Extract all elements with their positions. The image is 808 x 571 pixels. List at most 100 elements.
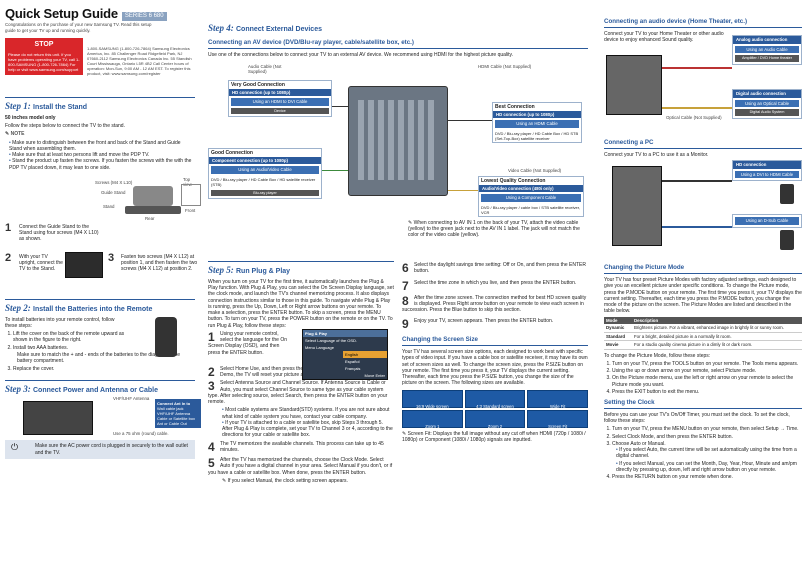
list-item: Press the RETURN button on your remote w…: [612, 474, 802, 480]
dsub-panel: Using an D-Sub Cable: [732, 214, 802, 228]
note-icon: ✎: [222, 477, 228, 484]
digital-panel: Digital audio connection Using an Optica…: [732, 89, 802, 119]
stand-figure: Screws (M4 X L10) Guide Stand Stand Top …: [5, 174, 201, 292]
intro-text: Congratulations on the purchase of your …: [5, 22, 152, 33]
step2-note: Make sure to match the + and - ends of t…: [17, 351, 181, 364]
fig-label-stand: Stand: [103, 203, 115, 209]
pp-note3: ✎ If you select Manual, the clock settin…: [222, 477, 348, 484]
good-panel: Good Connection Component connection (up…: [208, 147, 322, 200]
column-middle: Step 4: Connect External Devices Connect…: [202, 0, 594, 571]
picture-mode-intro: Your TV has four preset Picture Modes wi…: [604, 277, 802, 315]
hdmi-cable: [448, 119, 492, 122]
fig-label-guide: Guide Stand: [101, 189, 126, 195]
tv-back-figure: [23, 401, 93, 436]
guide-stand-shape: [133, 185, 173, 206]
list-item: If your TV is attached to a cable or sat…: [222, 420, 394, 439]
step4-heading: Step 4: Connect External Devices: [208, 23, 322, 33]
picture-mode-header: Changing the Picture Mode: [604, 264, 802, 274]
fig-label-front: Front: [185, 207, 196, 213]
note-icon: ✎: [402, 430, 408, 437]
clock-header: Setting the Clock: [604, 399, 802, 409]
power-note: ⏻ Make sure the AC power cord is plugged…: [5, 440, 195, 459]
screen-size-grid: 16:9 Wide screen 4:3 Standard screen Wid…: [402, 389, 588, 429]
pc-header: Connecting a PC: [604, 139, 802, 149]
video-cable-label: Video Cable (Not Supplied): [508, 167, 562, 173]
lowest-panel: Lowest Quality Connection Audio/Video co…: [478, 175, 584, 217]
pp-intro: When you turn on your TV for the first t…: [208, 278, 394, 329]
hdmi-cable-label: HDMI Cable (Not Supplied): [478, 63, 532, 69]
screen-option: 16:9 Wide screen: [402, 389, 463, 409]
screen-fit-note: ✎ Screen Fit: Displays the full image wi…: [402, 430, 586, 443]
fig-label-topview: Top view: [183, 176, 192, 188]
plug-and-play-menu: Plug & Play Select Language of the OSD. …: [302, 328, 388, 380]
list-item: Replace the cover.: [13, 366, 195, 372]
step1-follow: Follow the steps below to connect the TV…: [5, 123, 125, 129]
analog-panel: Analog audio connection Using an Audio C…: [732, 35, 802, 65]
tv-back-figure: [606, 55, 662, 116]
step1-heading: Step 1: Install the Stand: [5, 97, 195, 113]
step5-block: Step 5: Run Plug & Play When you turn on…: [208, 254, 394, 486]
audio-intro: Connect your TV to your Home Theater or …: [604, 30, 724, 43]
screen-option: Zoom 1: [402, 409, 463, 429]
list-item: Make sure that at least two persons lift…: [9, 152, 195, 158]
stop-text: Please do not return this unit. If you h…: [8, 52, 80, 72]
screen-option: Wide Fit: [527, 389, 588, 409]
step1-item2: With your TV upright, connect the TV to …: [19, 253, 63, 273]
list-item: If you select Auto, the current time wil…: [616, 447, 802, 460]
pp-step-1: 1 Using your remote control, select the …: [208, 328, 394, 380]
stop-box: STOP Please do not return this unit. If …: [5, 38, 83, 75]
audio-header: Connecting an audio device (Home Theater…: [604, 18, 802, 28]
step5-heading: Step 5: Run Plug & Play: [208, 261, 394, 277]
optical-cable-label: Optical Cable (Not Supplied): [666, 115, 722, 121]
av-cable: [448, 189, 478, 192]
stand-shape: [125, 205, 181, 214]
connect-in-box: Connect Ant In to Wall cable jack VHF/UH…: [155, 399, 201, 429]
tv-back-figure: [612, 166, 662, 247]
antenna-label: VHF/UHF Antenna: [113, 396, 150, 402]
list-item: Most cable systems are Standard(STD) sys…: [222, 407, 394, 420]
column-right: Connecting an audio device (Home Theater…: [598, 0, 808, 571]
fig-label-screws: Screws (M4 X L10): [95, 179, 133, 185]
step2-body: To install batteries into your remote co…: [5, 316, 195, 373]
list-item: Turn on your TV, press the TOOLS button …: [612, 361, 802, 367]
menu-option-english[interactable]: English: [343, 350, 387, 358]
clock-intro: Before you can use your TV's On/Off Time…: [604, 411, 790, 424]
list-item: If you select Manual, you can set the Mo…: [616, 461, 802, 474]
contact-info: 1-800-SAMSUNG (1-800-726-7864) Samsung E…: [87, 46, 192, 76]
pc-tower-icon: [780, 184, 794, 205]
pc-tower-icon: [780, 230, 794, 251]
menu-option-espanol[interactable]: Español: [345, 358, 360, 364]
menu-option-francais[interactable]: Français: [345, 365, 361, 371]
note-icon: ✎: [5, 131, 11, 138]
step1-item1: Connect the Guide Stand to the Stand usi…: [19, 223, 99, 243]
step2-intro: To install batteries into your remote co…: [5, 316, 115, 329]
screen-option: Zoom 2: [464, 409, 526, 429]
power-plug-icon: ⏻: [11, 442, 19, 453]
screen-option: 4:3 Standard screen: [464, 389, 526, 409]
screen-size-intro: Your TV has several screen size options,…: [402, 349, 588, 387]
list-item: Install two AAA batteries.: [13, 345, 125, 351]
step3-heading: Step 3: Connect Power and Antenna or Cab…: [5, 379, 195, 396]
pc-diagram: HD connection Using a DVI to HDMI Cable …: [604, 160, 802, 260]
picture-mode-follow: To change the Picture Mode, follow these…: [604, 352, 711, 359]
list-item: Choose Auto or Manual. If you select Aut…: [612, 441, 802, 473]
step3-figure: VHF/UHF Antenna Connect Ant In to Wall c…: [5, 395, 201, 439]
screen-size-header: Changing the Screen Size: [402, 336, 588, 346]
av-intro: Use one of the connections below to conn…: [208, 51, 514, 58]
optical-cable: [662, 107, 732, 109]
step1-notes: Make sure to distinguish between the fro…: [9, 140, 195, 171]
av-header: Connecting an AV device (DVD/Blu-ray pla…: [208, 39, 588, 49]
list-item: Using the up or down arrow on your remot…: [612, 368, 802, 374]
list-item: Make sure to distinguish between the fro…: [9, 140, 195, 153]
av-note: ✎ When connecting to AV IN 1 on the back…: [408, 219, 580, 239]
remote-figure: [155, 316, 177, 357]
step2-list: Lift the cover on the back of the remote…: [13, 331, 125, 351]
